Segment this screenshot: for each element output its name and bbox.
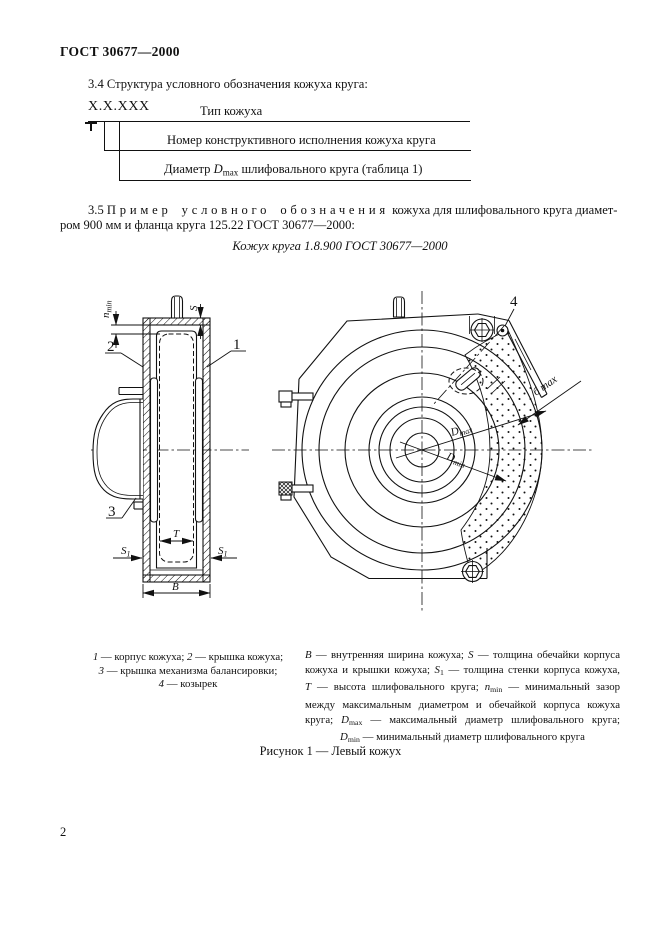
legend-parts: 1 — корпус кожуха; 2 — крышка кожуха; 3 … bbox=[85, 651, 291, 692]
designation-tick-stem bbox=[90, 122, 92, 131]
legend-parts-line: 3 — крышка механизма балансировки; bbox=[98, 664, 278, 677]
dim-label-s: S bbox=[188, 305, 200, 311]
part-label-3: 3 bbox=[108, 504, 116, 520]
page-number: 2 bbox=[60, 825, 67, 839]
part-label-4: 4 bbox=[510, 294, 518, 310]
dim-label-b: B bbox=[172, 581, 179, 593]
clause-3-5-line-2: ром 900 мм и фланца круга 125.22 ГОСТ 30… bbox=[60, 218, 355, 232]
dim-label-d-min: Dmin bbox=[444, 450, 468, 470]
designation-row-label-diameter: Диаметр Dmax шлифовального круга (таблиц… bbox=[164, 162, 423, 178]
legend-parts-line: 4 — козырек bbox=[158, 678, 218, 691]
dim-label-t: T bbox=[173, 528, 180, 540]
legend-variables-line: круга; Dmax — максимальный диаметр шлифо… bbox=[305, 713, 620, 727]
designation-rule-2 bbox=[104, 150, 471, 151]
dim-label-n-min: nmin bbox=[100, 301, 114, 319]
legend-parts-line: 1 — корпус кожуха; 2 — крышка кожуха; bbox=[92, 651, 284, 663]
legend-variables-line: кожуха и крышки кожуха; S1 — толщина сте… bbox=[305, 663, 620, 677]
legend-variables-line: B — внутренняя ширина кожуха; S — толщин… bbox=[305, 649, 620, 661]
part-label-2: 2 bbox=[107, 339, 115, 355]
clause-3-5-line-1: 3.5 Пример условного обозначения кожуха … bbox=[88, 203, 618, 217]
part-label-1: 1 bbox=[233, 337, 241, 353]
clause-3-4: 3.4 Структура условного обозначения кожу… bbox=[88, 77, 368, 91]
dim-label-d-max: Dmax bbox=[448, 421, 474, 441]
legend-variables-line: между максимальным диаметром и обечайкой… bbox=[305, 699, 620, 712]
left-view-drawing: nmin S 2 1 3 T S1 S1 bbox=[91, 295, 249, 598]
designation-vline-1 bbox=[104, 121, 105, 150]
designation-rule-1 bbox=[88, 121, 470, 122]
figure-1-drawing: nmin S 2 1 3 T S1 S1 bbox=[91, 291, 592, 613]
designation-vline-2 bbox=[119, 121, 120, 180]
designation-row-label-number: Номер конструктивного исполнения кожуха … bbox=[167, 133, 436, 147]
legend-variables: B — внутренняя ширина кожуха; S — толщин… bbox=[305, 648, 620, 748]
right-view-drawing: 4 bbox=[272, 291, 592, 613]
dim-label-s1-left: S1 bbox=[121, 545, 131, 559]
clause-3-5: 3.5 Пример условного обозначения кожуха … bbox=[60, 203, 620, 233]
designation-rule-3 bbox=[119, 180, 471, 181]
figure-caption: Рисунок 1 — Левый кожух bbox=[259, 744, 402, 758]
designation-code: X.X.XXX bbox=[88, 99, 150, 114]
dim-label-s1-right: S1 bbox=[218, 545, 228, 559]
legend-variables-line: Dmin — минимальный диаметр шлифовального… bbox=[340, 731, 585, 745]
designation-row-label-type: Тип кожуха bbox=[200, 104, 263, 118]
legend-variables-line: T — высота шлифовального круга; nmin — м… bbox=[305, 681, 620, 695]
designation-example: Кожух круга 1.8.900 ГОСТ 30677—2000 bbox=[232, 239, 448, 253]
gost-number-header: ГОСТ 30677—2000 bbox=[60, 44, 180, 59]
